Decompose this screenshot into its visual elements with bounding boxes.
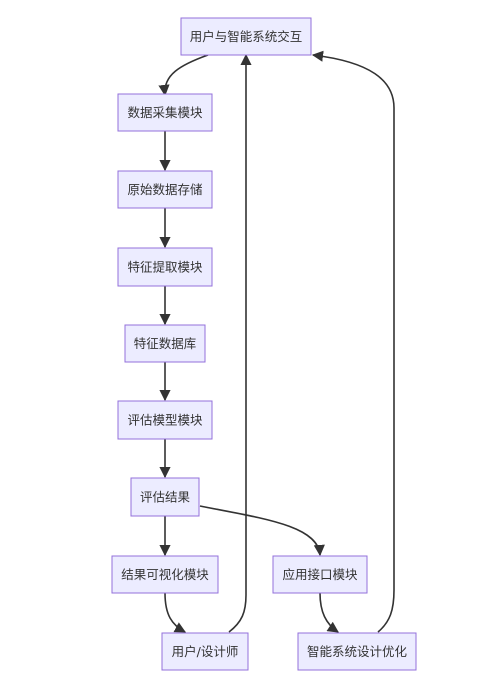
edges [158,50,395,633]
node-eval-result[interactable]: 评估结果 [130,477,200,517]
node-raw-store-label: 原始数据存储 [127,182,202,197]
node-collect-label: 数据采集模块 [127,105,203,120]
edge-eval-result-to-api [199,505,325,557]
node-interaction[interactable]: 用户与智能系统交互 [180,17,312,56]
node-raw-store[interactable]: 原始数据存储 [117,170,213,209]
node-api[interactable]: 应用接口模块 [272,555,368,594]
node-feature-db-label: 特征数据库 [134,336,197,351]
edge-visualize-to-user [164,592,186,633]
node-api-label: 应用接口模块 [282,567,358,582]
node-optimize-label: 智能系统设计优化 [307,644,408,659]
node-eval-result-label: 评估结果 [140,490,191,505]
node-feature-extract-label: 特征提取模块 [127,260,203,275]
edge-interaction-to-collect [158,54,209,97]
node-interaction-label: 用户与智能系统交互 [190,29,303,44]
node-eval-model-label: 评估模型模块 [127,413,203,428]
node-user[interactable]: 用户/设计师 [161,632,249,671]
node-visualize-label: 结果可视化模块 [121,567,209,582]
node-eval-model[interactable]: 评估模型模块 [117,400,213,440]
node-optimize[interactable]: 智能系统设计优化 [297,632,417,671]
node-feature-extract[interactable]: 特征提取模块 [117,247,213,287]
node-feature-db[interactable]: 特征数据库 [124,324,206,363]
nodes: 用户与智能系统交互 数据采集模块 原始数据存储 特征提取模块 特征数据库 评估模… [111,17,417,671]
node-collect[interactable]: 数据采集模块 [117,93,213,132]
edge-optimize-to-interaction [311,50,395,633]
edge-user-to-interaction [228,53,252,633]
node-user-label: 用户/设计师 [172,644,239,659]
edge-api-to-optimize [319,592,339,633]
node-visualize[interactable]: 结果可视化模块 [111,555,219,594]
